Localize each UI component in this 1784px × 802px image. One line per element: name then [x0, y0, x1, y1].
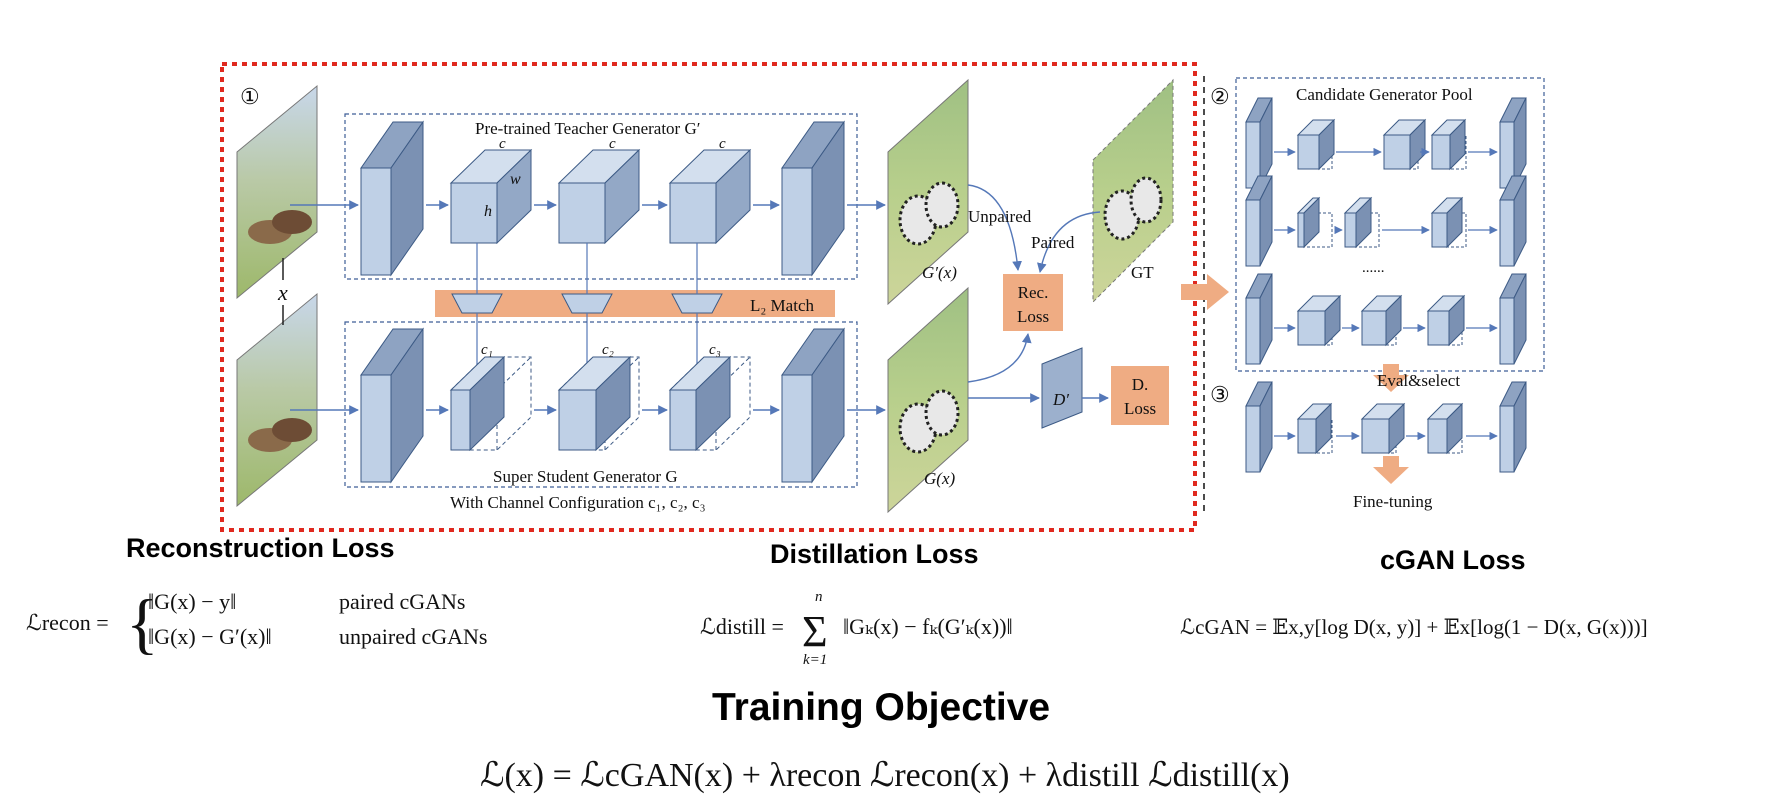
- training-objective-formula: ℒ(x) = ℒcGAN(x) + λrecon ℒrecon(x) + λdi…: [480, 757, 1290, 794]
- supernet-frame: [220, 62, 1197, 532]
- cgan-loss-title: cGAN Loss: [1380, 545, 1526, 575]
- paired-label: Paired: [1031, 233, 1075, 252]
- cube-width-label: w: [510, 171, 521, 188]
- eval-select-label: Eval&select: [1377, 371, 1460, 390]
- distill-sum-top: n: [815, 589, 823, 605]
- distill-lhs: ℒdistill =: [700, 614, 784, 639]
- cgan-formula: ℒcGAN = 𝔼x,y[log D(x, y)] + 𝔼x[log(1 − D…: [1180, 615, 1648, 639]
- channel-config-label: With Channel Configuration c₁, c₂, c₃: [450, 493, 706, 512]
- rec-loss-box: [1003, 274, 1063, 331]
- rec-loss-line-2: Loss: [1017, 307, 1049, 326]
- fine-tuning-label: Fine-tuning: [1353, 492, 1433, 511]
- student-cube-2: [557, 355, 640, 452]
- selected-generator-row: [1245, 381, 1527, 473]
- gt-label: GT: [1131, 263, 1154, 282]
- step-marker-3: ③: [1210, 382, 1230, 407]
- pool-ellipsis: ......: [1362, 260, 1385, 276]
- pool-row-2: [1245, 175, 1527, 267]
- teacher-channel-label-2: c: [609, 136, 616, 152]
- distill-sum-bottom: k=1: [803, 652, 827, 668]
- student-output-label: G(x): [924, 469, 955, 488]
- cube-height-label: h: [484, 203, 492, 220]
- student-cube-3: [668, 355, 751, 452]
- teacher-decoder-slab: [781, 120, 845, 277]
- distill-body: ‖Gₖ(x) − fₖ(G′ₖ(x))‖: [843, 614, 1013, 639]
- teacher-output-image: [887, 78, 969, 306]
- recon-case1-cond: paired cGANs: [339, 589, 465, 614]
- distill-sum-sign: Σ: [802, 607, 828, 656]
- recon-case2-cond: unpaired cGANs: [339, 624, 487, 649]
- teacher-cube-1: [449, 148, 533, 245]
- recon-brace: {: [126, 585, 159, 661]
- student-output-image: [887, 286, 969, 514]
- student-encoder-slab: [360, 327, 424, 484]
- l2-match-label: L₂ Match: [750, 296, 814, 315]
- reconstruction-loss-title: Reconstruction Loss: [126, 533, 395, 563]
- rec-loss-arrows: [967, 184, 1101, 383]
- rec-loss-line-1: Rec.: [1018, 283, 1049, 302]
- fine-tuning-arrow: [1373, 456, 1409, 484]
- recon-case2-expr: ‖G(x) − G′(x)‖: [148, 624, 272, 649]
- unpaired-label: Unpaired: [968, 207, 1032, 226]
- teacher-cube-3: [668, 148, 752, 245]
- teacher-generator-label: Pre-trained Teacher Generator G′: [475, 119, 700, 138]
- projection-adapters: [451, 293, 723, 314]
- student-decoder-slab: [781, 327, 845, 484]
- discriminator-label: D′: [1052, 390, 1069, 409]
- input-image-student: [236, 292, 318, 508]
- candidate-pool-frame: [1235, 77, 1545, 372]
- student-channel-label-2: c₂: [602, 342, 614, 358]
- teacher-output-label: G′(x): [922, 263, 957, 282]
- recon-case1-expr: ‖G(x) − y‖: [148, 589, 236, 614]
- student-channel-label-3: c₃: [709, 342, 721, 358]
- d-loss-line-1: D.: [1132, 375, 1149, 394]
- student-generator-frame: [344, 321, 858, 488]
- teacher-channel-label-1: c: [499, 136, 506, 152]
- pool-row-1: [1245, 97, 1527, 189]
- student-cube-1: [449, 355, 532, 452]
- teacher-encoder-slab: [360, 120, 424, 277]
- step-marker-1: ①: [240, 84, 260, 109]
- candidate-pool-label: Candidate Generator Pool: [1296, 85, 1473, 104]
- ground-truth-image: [1092, 78, 1174, 304]
- to-pool-arrow: [1181, 274, 1229, 310]
- input-image-teacher: [236, 84, 318, 300]
- pool-row-3: [1245, 273, 1527, 365]
- teacher-generator-frame: [344, 113, 858, 280]
- reconstruction-lhs: ℒrecon =: [26, 610, 109, 635]
- input-x-label: x: [277, 280, 288, 305]
- student-generator-label: Super Student Generator G: [493, 467, 678, 486]
- discriminator-shape: [1041, 347, 1083, 429]
- step-marker-2: ②: [1210, 84, 1230, 109]
- training-objective-title: Training Objective: [712, 686, 1050, 729]
- distillation-loss-title: Distillation Loss: [770, 539, 979, 569]
- eval-select-arrow: [1373, 364, 1409, 392]
- d-loss-box: [1111, 366, 1169, 425]
- d-loss-line-2: Loss: [1124, 399, 1156, 418]
- student-channel-label-1: c₁: [481, 342, 493, 358]
- teacher-channel-label-3: c: [719, 136, 726, 152]
- teacher-cube-2: [557, 148, 641, 245]
